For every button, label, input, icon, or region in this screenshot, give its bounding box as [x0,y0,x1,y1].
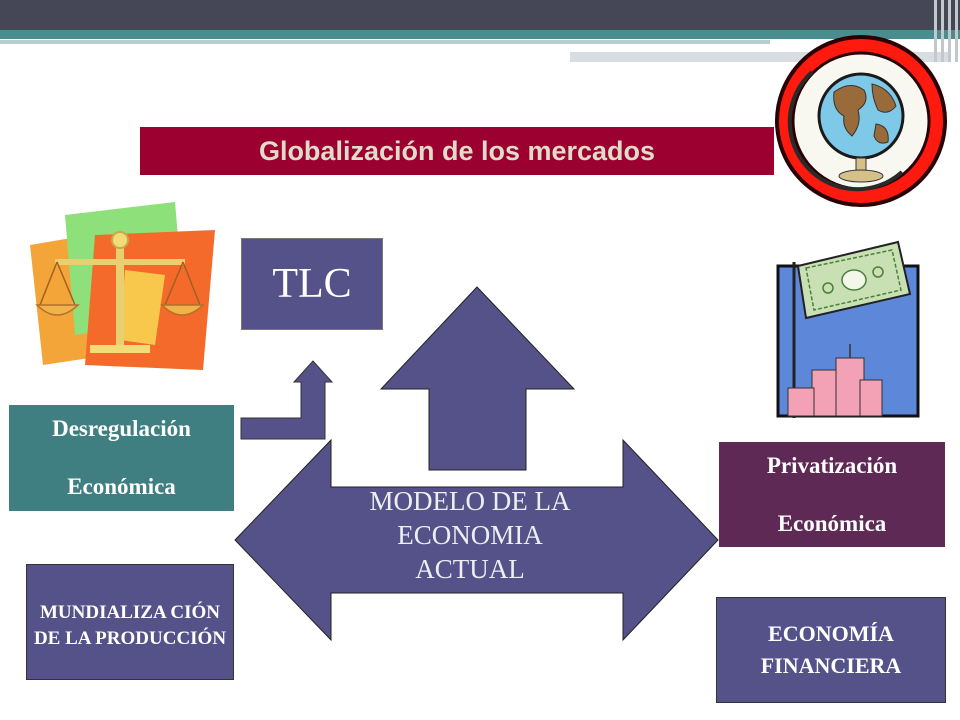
balance-scale-icon [30,202,215,370]
mundializacion-label: MUNDIALIZA CIÓN DE LA PRODUCCIÓN [33,602,227,649]
money-building-icon [776,240,920,418]
modelo-line3: ACTUAL [415,554,525,584]
privatizacion-box: Privatización Económica [719,442,945,547]
globe-icon [775,35,947,207]
desregulacion-box: Desregulación Económica [9,405,234,511]
desregulacion-line1: Desregulación [52,416,191,441]
page-title: Globalización de los mercados [140,127,774,175]
privatizacion-line2: Económica [777,510,887,536]
privatizacion-line1: Privatización [766,452,898,478]
modelo-line1: MODELO DE LA [369,486,571,516]
header-divider [0,40,770,44]
desregulacion-line2: Económica [67,474,176,499]
page-title-text: Globalización de los mercados [258,135,656,166]
economia-financiera-box: ECONOMÍA FINANCIERA [716,597,946,703]
up-arrow [379,286,576,471]
header-divider-right [570,52,950,62]
mundializacion-box: MUNDIALIZA CIÓN DE LA PRODUCCIÓN [26,564,234,680]
economia-financiera-label: ECONOMÍA FINANCIERA [760,621,902,678]
tlc-box: TLC [241,238,383,330]
header-vertical-lines [932,0,960,62]
header-accent-bar [0,30,960,39]
modelo-economia-label: MODELO DE LA ECONOMIA ACTUAL [335,484,605,586]
bent-arrow [240,360,334,440]
double-arrow [234,438,719,642]
modelo-line2: ECONOMIA [397,520,543,550]
header-bar [0,0,960,30]
tlc-label: TLC [272,261,352,307]
